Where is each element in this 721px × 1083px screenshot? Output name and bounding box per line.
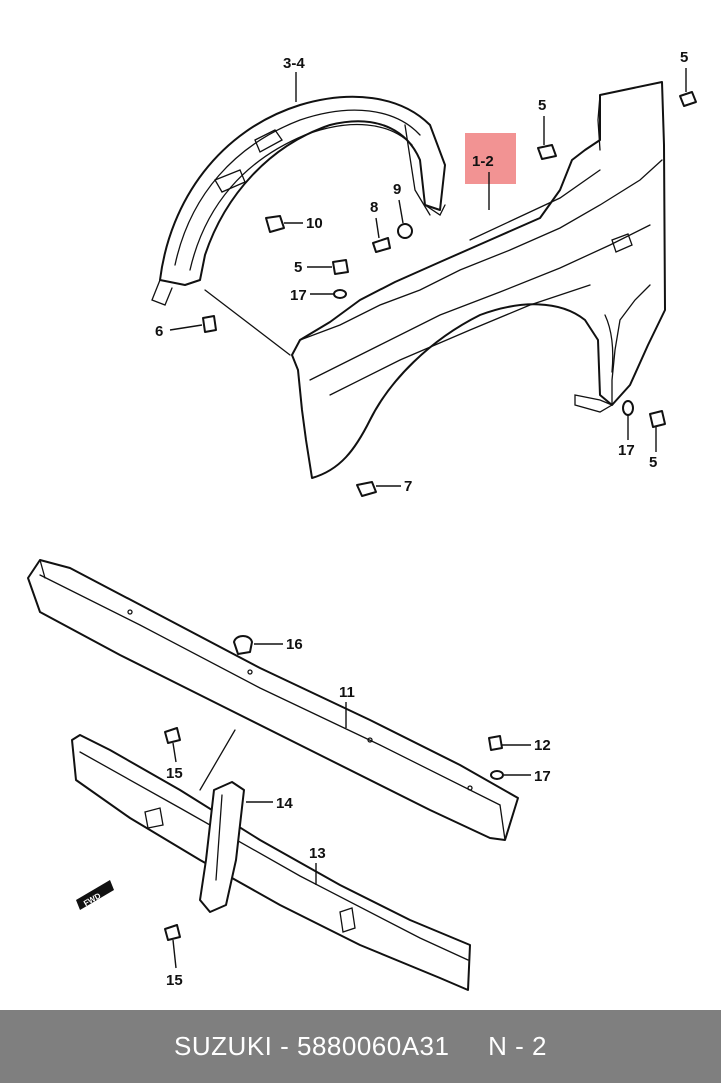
forward-arrow-icon: FWD: [76, 880, 114, 910]
label-7: 7: [404, 478, 412, 495]
bolt-15-upper: [164, 727, 181, 744]
label-1-2: 1-2: [472, 153, 494, 170]
bolt-5-top-right: [679, 91, 697, 107]
bolt-5-upper: [537, 144, 557, 160]
bolt-12: [488, 735, 503, 751]
label-17-right: 17: [618, 442, 635, 459]
label-9: 9: [393, 181, 401, 198]
label-8: 8: [370, 199, 378, 216]
washer-17-right: [622, 400, 634, 416]
clip-10: [265, 215, 285, 233]
label-10: 10: [306, 215, 323, 232]
parts-diagram: 1-2 3-4 5 5 9 8 10 5: [27, 49, 697, 991]
footer-spacer: [449, 1031, 488, 1062]
label-15-lower: 15: [166, 972, 183, 989]
bolt-5-lower-right: [649, 410, 666, 428]
label-5-lower-right: 5: [649, 454, 657, 471]
washer-17-lower: [490, 770, 504, 780]
bolt-15-lower: [164, 924, 181, 941]
clip-9: [397, 223, 413, 239]
label-11: 11: [339, 684, 355, 701]
front-fender: [291, 81, 666, 479]
label-17-lower: 17: [534, 768, 551, 785]
label-14: 14: [276, 795, 293, 812]
label-12: 12: [534, 737, 551, 754]
label-13: 13: [309, 845, 326, 862]
label-16: 16: [286, 636, 303, 653]
footer-part-number: 5880060A31: [297, 1031, 450, 1061]
label-5-top-right: 5: [680, 49, 688, 66]
label-6: 6: [155, 323, 163, 340]
bolt-5-left: [332, 259, 349, 275]
upper-radiator-support: [27, 559, 519, 841]
bumper-stop-16: [233, 635, 253, 655]
brace-14: [199, 781, 245, 913]
label-5-left: 5: [294, 259, 302, 276]
clip-7: [356, 481, 377, 497]
highlight-box: [465, 133, 516, 184]
label-3-4: 3-4: [283, 55, 305, 72]
footer-page: N - 2: [488, 1031, 547, 1061]
label-5-upper: 5: [538, 97, 546, 114]
footer-bar: SUZUKI - 5880060A31 N - 2: [0, 1010, 721, 1083]
wheel-house-liner: [151, 95, 446, 306]
label-17-left: 17: [290, 287, 307, 304]
screw-8: [372, 237, 391, 253]
lower-radiator-support: [71, 734, 471, 991]
footer-brand: SUZUKI: [174, 1031, 273, 1061]
clip-6: [202, 315, 217, 333]
label-15-upper: 15: [166, 765, 183, 782]
footer-separator: -: [272, 1031, 297, 1061]
washer-17-left: [333, 289, 347, 299]
